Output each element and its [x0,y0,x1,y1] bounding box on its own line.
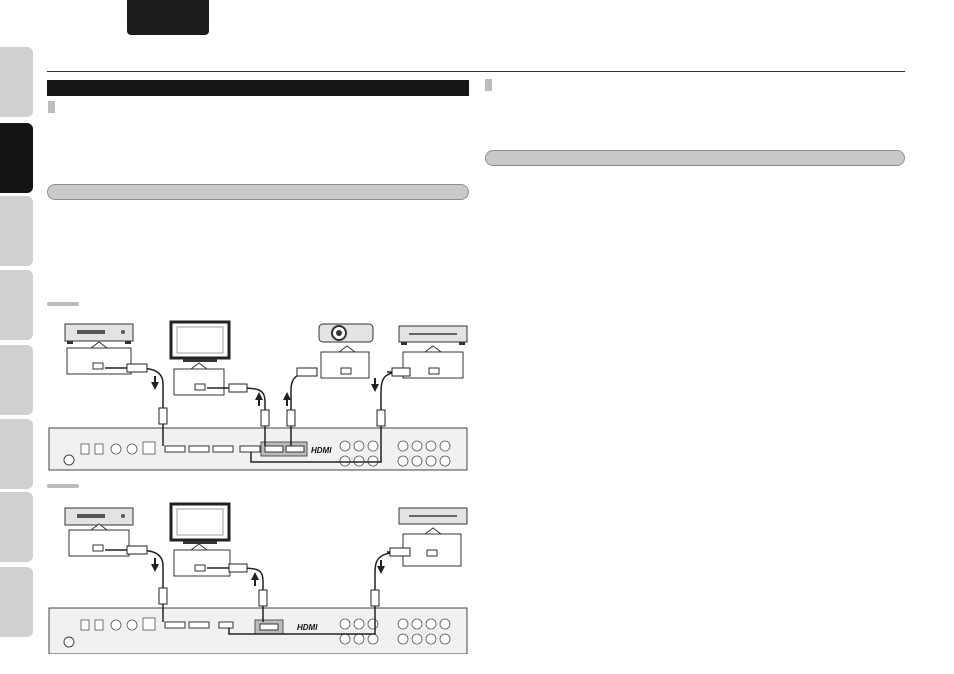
hdmi-logo-text-2: HDMI [297,623,318,632]
diagram-1-label-bar [47,302,79,306]
player-device-icon [64,507,134,526]
signal-arrows [151,376,379,406]
hdmi-port-icon [92,362,104,370]
projector-icon [318,323,374,343]
side-tab-2[interactable] [0,123,33,193]
tv-icon [169,320,231,362]
hdmi-plugs [126,363,411,427]
tv-icon [169,502,231,544]
connection-diagram-2: HDMI [48,502,468,654]
player-device-icon [64,323,134,344]
header-rule [47,71,905,72]
receiver-rear-panel: HDMI [48,604,468,654]
side-tab-7[interactable] [0,492,33,562]
subsection-pill [47,184,469,200]
recorder-device-icon [398,325,468,345]
side-navigation [0,47,33,637]
recorder-device-icon [398,507,468,525]
player-callout [66,347,132,375]
side-tab-4[interactable] [0,270,33,340]
section-heading-bar [47,80,469,96]
subheading-marker-right [485,79,492,91]
side-tab-5[interactable] [0,345,33,415]
connection-diagram-1: HDMI [48,320,468,471]
subsection-pill-right [485,150,905,166]
side-tab-3[interactable] [0,196,33,266]
hdmi-logo-text: HDMI [311,446,332,455]
tv-callout [173,368,225,396]
diagram-2-label-bar [47,484,79,488]
side-tab-1[interactable] [0,47,33,117]
subheading-marker [48,101,55,113]
player-callout [68,529,130,557]
side-tab-8[interactable] [0,567,33,637]
header-tab [127,0,209,35]
receiver-rear-panel: HDMI [48,424,468,471]
tv-callout [173,549,231,577]
side-tab-6[interactable] [0,419,33,489]
